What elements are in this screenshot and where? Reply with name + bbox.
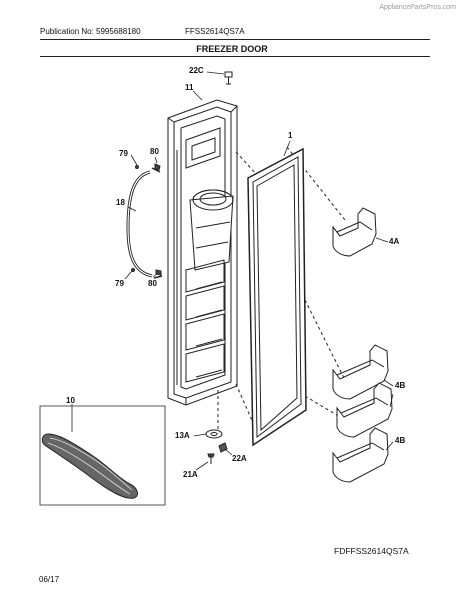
header-rule-top bbox=[40, 39, 430, 40]
label-21a: 21A bbox=[183, 470, 198, 479]
plug-79-top bbox=[136, 166, 139, 169]
revision-date: 06/17 bbox=[39, 575, 60, 584]
header-rule-bottom bbox=[40, 56, 430, 57]
label-1: 1 bbox=[288, 131, 293, 140]
leader-lines bbox=[72, 72, 393, 470]
label-11: 11 bbox=[185, 83, 194, 92]
door-handle-part bbox=[128, 168, 162, 278]
watermark-text: AppliancePartsPros.com bbox=[379, 4, 456, 11]
label-18: 18 bbox=[116, 198, 125, 207]
hinge-bracket-13a bbox=[206, 430, 222, 438]
gasket-part bbox=[248, 149, 306, 445]
label-4a: 4A bbox=[389, 237, 400, 246]
door-bin-4b-middle bbox=[337, 383, 392, 437]
model-number: FFSS2614QS7A bbox=[185, 27, 245, 36]
label-10: 10 bbox=[66, 396, 75, 405]
label-4b-lower: 4B bbox=[395, 436, 406, 445]
plug-79-bottom bbox=[132, 269, 135, 272]
label-13a: 13A bbox=[175, 431, 190, 440]
label-22a: 22A bbox=[232, 454, 247, 463]
screw-21a bbox=[208, 454, 214, 464]
label-4b-upper: 4B bbox=[395, 381, 406, 390]
label-22c: 22C bbox=[189, 66, 204, 75]
label-79-bottom: 79 bbox=[115, 279, 124, 288]
door-bin-4a bbox=[333, 208, 376, 256]
label-80-top: 80 bbox=[150, 147, 159, 156]
diagram-code: FDFFSS2614QS7A bbox=[334, 546, 409, 556]
screw-80-top bbox=[155, 164, 160, 170]
door-panel-part bbox=[168, 100, 237, 405]
label-79-top: 79 bbox=[119, 149, 128, 158]
page-title: FREEZER DOOR bbox=[196, 44, 268, 54]
label-80-bottom: 80 bbox=[148, 279, 157, 288]
bushing-22a bbox=[219, 443, 227, 452]
hinge-pin-22c bbox=[225, 72, 232, 84]
publication-number: Publication No: 5995688180 bbox=[40, 27, 141, 36]
door-bin-4b-upper bbox=[333, 345, 388, 399]
door-bin-4b-lower bbox=[333, 428, 388, 482]
gasket-tube-part-10 bbox=[40, 406, 165, 505]
